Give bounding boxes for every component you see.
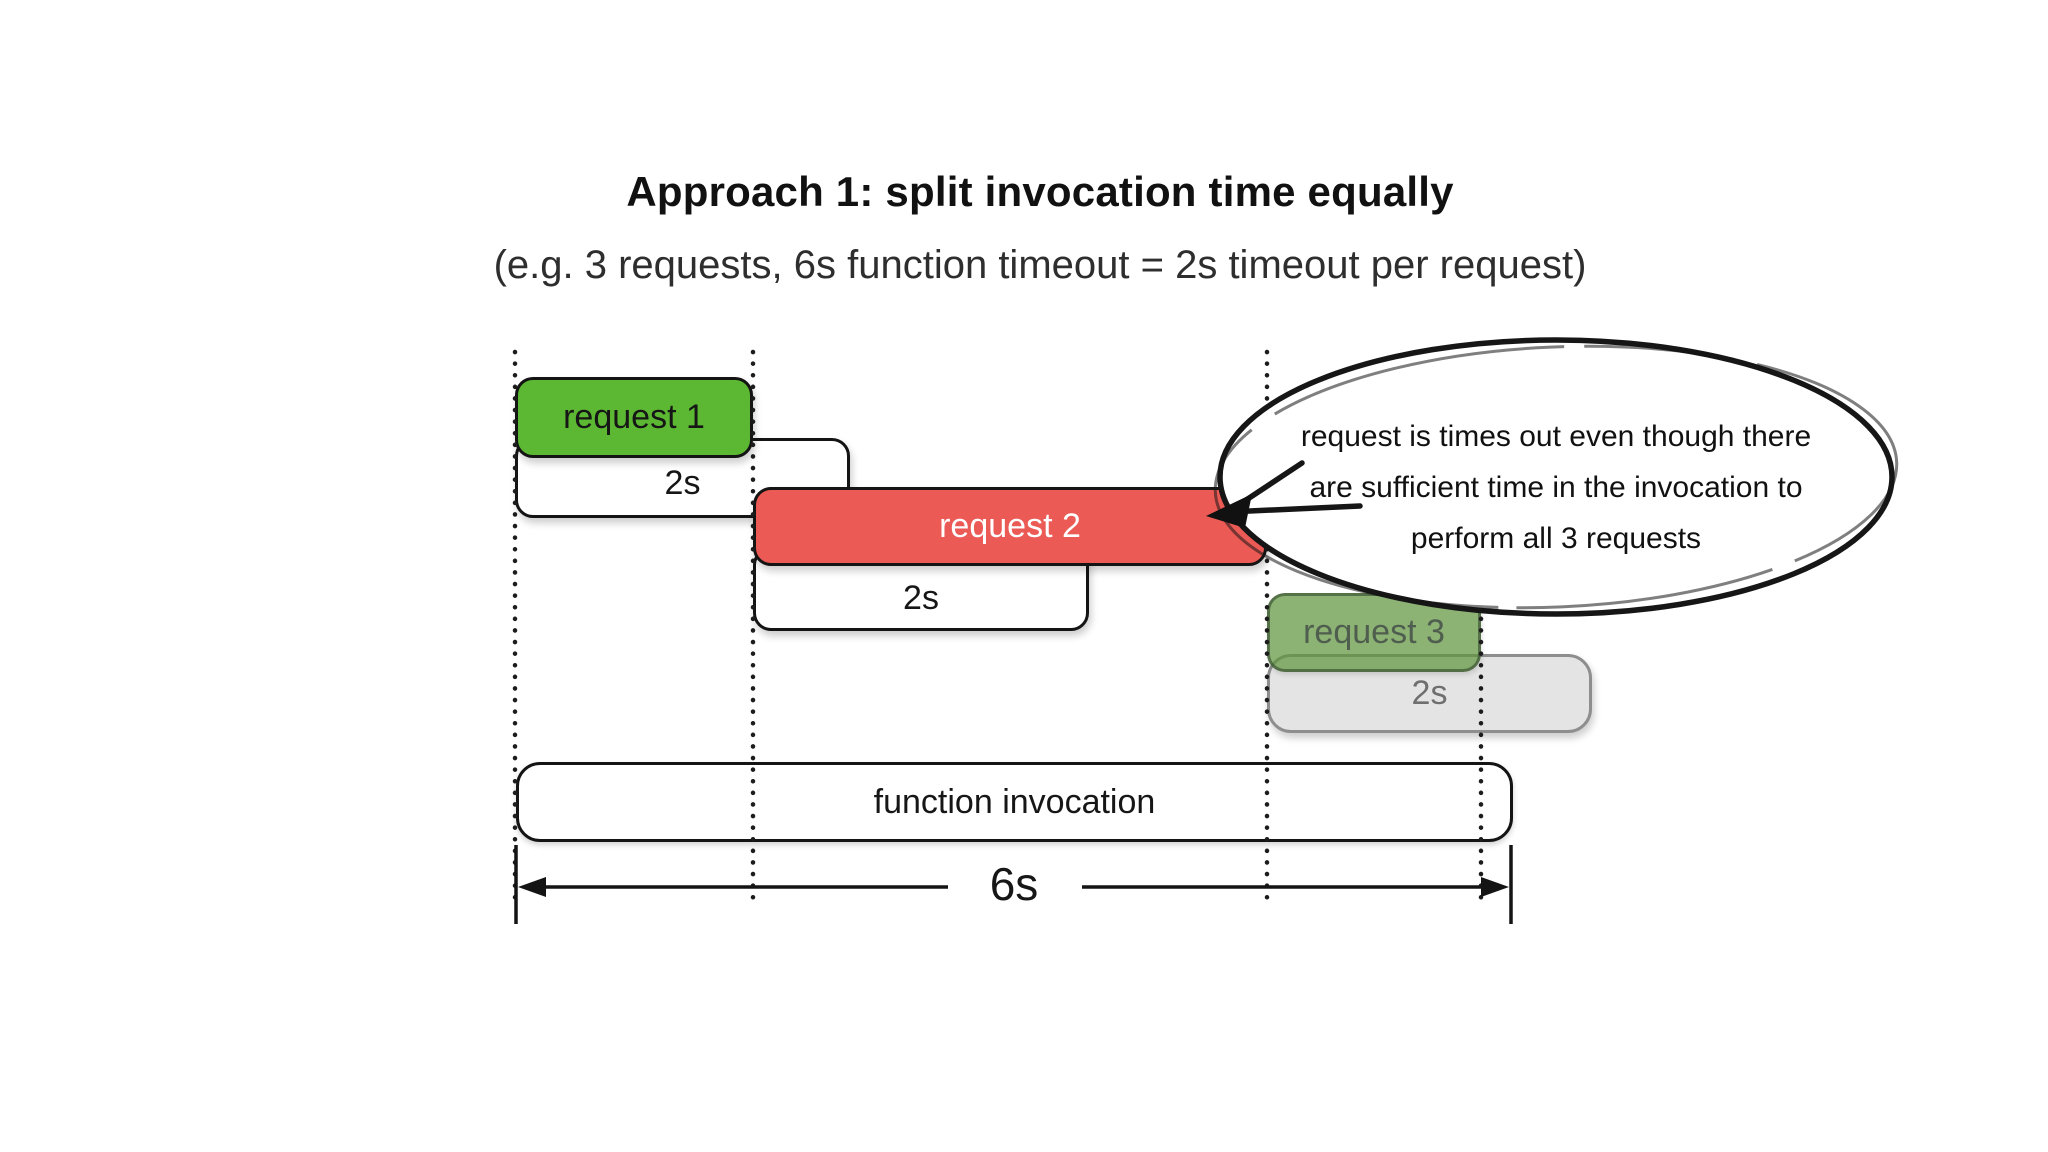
callout-line-3: perform all 3 requests [1410, 522, 1702, 555]
callout-line-2: are sufficient time in the invocation to [1309, 471, 1803, 504]
measure-arrowhead-left-icon [518, 877, 546, 897]
request-3-label: request 3 [1303, 613, 1445, 651]
callout-text: request is times out even though there a… [1216, 411, 1896, 564]
request-3-box: request 3 [1267, 593, 1481, 672]
request-2-label: request 2 [939, 507, 1081, 545]
request-2-box: request 2 [753, 487, 1267, 566]
slide-subtitle: (e.g. 3 requests, 6s function timeout = … [493, 243, 1587, 287]
function-invocation-label: function invocation [873, 782, 1156, 821]
slide-title: Approach 1: split invocation time equall… [626, 168, 1454, 215]
measure-arrowhead-right-icon [1481, 877, 1509, 897]
function-invocation-box: function invocation [516, 762, 1513, 842]
request-1-label: request 1 [563, 398, 705, 436]
timeout-window-3-label: 2s [1411, 674, 1448, 712]
callout-line-1: request is times out even though there [1300, 420, 1812, 453]
total-duration-label: 6s [989, 858, 1039, 910]
request-1-box: request 1 [515, 377, 753, 458]
